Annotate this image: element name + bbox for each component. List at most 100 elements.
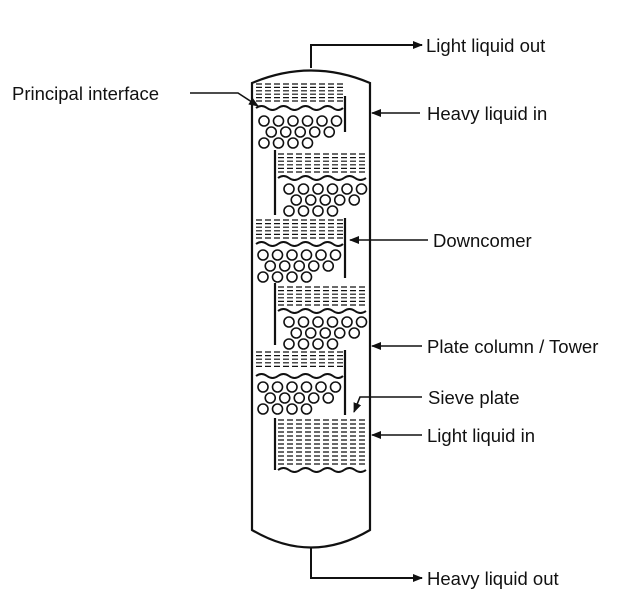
interface-wave (255, 373, 344, 379)
droplet (315, 249, 327, 261)
droplet (297, 338, 310, 350)
droplet (355, 183, 368, 195)
droplet (283, 338, 295, 350)
droplet (272, 115, 285, 127)
droplet (257, 381, 269, 393)
droplet (341, 183, 353, 195)
droplets (257, 115, 368, 415)
droplet (293, 260, 306, 272)
droplet (329, 381, 342, 393)
droplet (286, 249, 298, 261)
droplet (326, 316, 339, 328)
droplet (348, 327, 361, 339)
interface-wave (255, 105, 344, 111)
droplet (283, 183, 295, 195)
interface-wave (277, 467, 367, 473)
label-heavy-liquid-in: Heavy liquid in (427, 103, 547, 124)
droplet (258, 137, 270, 149)
droplet (301, 115, 314, 127)
droplet (326, 205, 339, 217)
droplet (330, 115, 343, 127)
droplet (297, 205, 310, 217)
droplet (283, 316, 295, 328)
interface-wave (277, 175, 367, 181)
droplet (286, 403, 298, 415)
droplet (300, 381, 313, 393)
droplet (290, 194, 303, 206)
label-light-liquid-out: Light liquid out (426, 35, 545, 56)
droplet (283, 205, 295, 217)
droplet (278, 392, 291, 404)
droplet (294, 126, 307, 138)
droplet (272, 137, 285, 149)
droplet (355, 316, 368, 328)
droplet (278, 260, 291, 272)
droplet (322, 392, 335, 404)
droplet (312, 183, 324, 195)
droplet (300, 403, 313, 415)
droplet (323, 126, 336, 138)
droplet (279, 126, 292, 138)
droplet (286, 271, 298, 283)
droplet (341, 316, 353, 328)
principal-interface-arrow (190, 92, 259, 107)
label-sieve-plate: Sieve plate (428, 387, 520, 408)
droplet (297, 183, 310, 195)
label-plate-column: Plate column / Tower (427, 336, 598, 357)
droplet (265, 126, 278, 138)
callout-arrows (190, 92, 428, 439)
interface-wave (277, 308, 367, 314)
column-shell (250, 69, 372, 549)
bottom-outlet-pipe (310, 548, 423, 582)
droplet (312, 205, 324, 217)
nozzles (310, 41, 423, 582)
droplet (290, 327, 303, 339)
droplet (264, 260, 277, 272)
light-liquid-layers (256, 83, 366, 465)
droplet (333, 327, 346, 339)
droplet (301, 137, 314, 149)
label-principal-interface: Principal interface (12, 83, 159, 104)
droplet (300, 249, 313, 261)
interface-wave (255, 241, 344, 247)
droplet (293, 392, 306, 404)
interface-lines (255, 105, 367, 473)
droplet (316, 115, 328, 127)
droplet (286, 381, 298, 393)
droplet (308, 126, 321, 138)
droplet (333, 194, 346, 206)
sieve-plate-arrow (353, 396, 422, 413)
droplet (319, 327, 332, 339)
droplet (329, 249, 342, 261)
droplet (258, 115, 270, 127)
downcomers (273, 96, 347, 470)
droplet (312, 338, 324, 350)
droplet (307, 392, 320, 404)
droplet (322, 260, 335, 272)
droplet (326, 183, 339, 195)
droplet (257, 403, 269, 415)
droplet (287, 137, 299, 149)
droplet (297, 316, 310, 328)
droplet (257, 271, 269, 283)
droplet (300, 271, 313, 283)
label-light-liquid-in: Light liquid in (427, 425, 535, 446)
droplet (307, 260, 320, 272)
droplet (287, 115, 299, 127)
droplet (271, 381, 284, 393)
droplet (264, 392, 277, 404)
droplet (319, 194, 332, 206)
label-heavy-liquid-out: Heavy liquid out (427, 568, 559, 589)
droplet (271, 403, 284, 415)
droplet (257, 249, 269, 261)
droplet (304, 327, 317, 339)
droplet (326, 338, 339, 350)
droplet (271, 271, 284, 283)
droplet (348, 194, 361, 206)
label-downcomer: Downcomer (433, 230, 532, 251)
droplet (304, 194, 317, 206)
droplet (315, 381, 327, 393)
top-outlet-pipe (310, 41, 423, 68)
